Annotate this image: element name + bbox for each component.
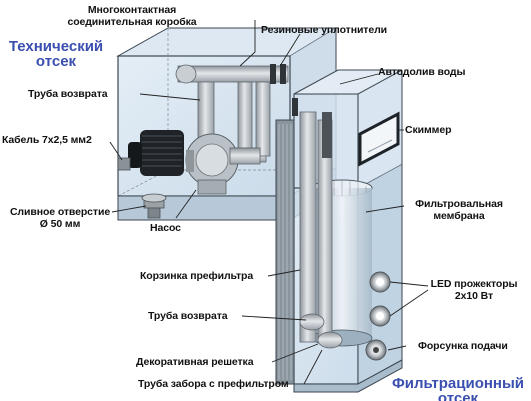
technical-compartment-title: Технический отсек (8, 38, 104, 70)
label-junction-box: Многоконтактная соединительная коробка (67, 4, 197, 28)
label-drain-hole: Сливное отверстие Ø 50 мм (9, 206, 111, 230)
drain-hole (141, 193, 167, 219)
cable-gland (117, 157, 131, 171)
nozzle (365, 339, 387, 361)
label-prefilter-basket: Корзинка префильтра (140, 270, 254, 282)
filtration-compartment-title: Фильтрационный отсек (391, 375, 525, 401)
label-led-spotlights: LED прожекторы 2х10 Вт (430, 278, 518, 302)
label-rubber-seals: Резиновые уплотнители (261, 24, 388, 36)
label-nozzle: Форсунка подачи (418, 340, 508, 352)
label-pump: Насос (150, 222, 181, 234)
label-intake-pipe: Труба забора с префильтром (138, 378, 289, 390)
label-filter-membrane: Фильтровальная мембрана (415, 198, 503, 222)
led-spotlights (369, 271, 391, 327)
label-skimmer: Скиммер (405, 124, 452, 136)
label-return-pipe-bottom: Труба возврата (148, 310, 228, 322)
label-return-pipe-top: Труба возврата (28, 88, 108, 100)
filtration-pipes (299, 111, 343, 349)
leader-lines (109, 20, 429, 385)
pump (128, 130, 261, 195)
rubber-seals (270, 64, 298, 116)
label-auto-refill: Автодолив воды (378, 66, 466, 78)
skimmer-window (358, 111, 400, 167)
label-cable: Кабель 7х2,5 мм2 (2, 134, 92, 146)
label-decor-grate: Декоративная решетка (136, 356, 254, 368)
